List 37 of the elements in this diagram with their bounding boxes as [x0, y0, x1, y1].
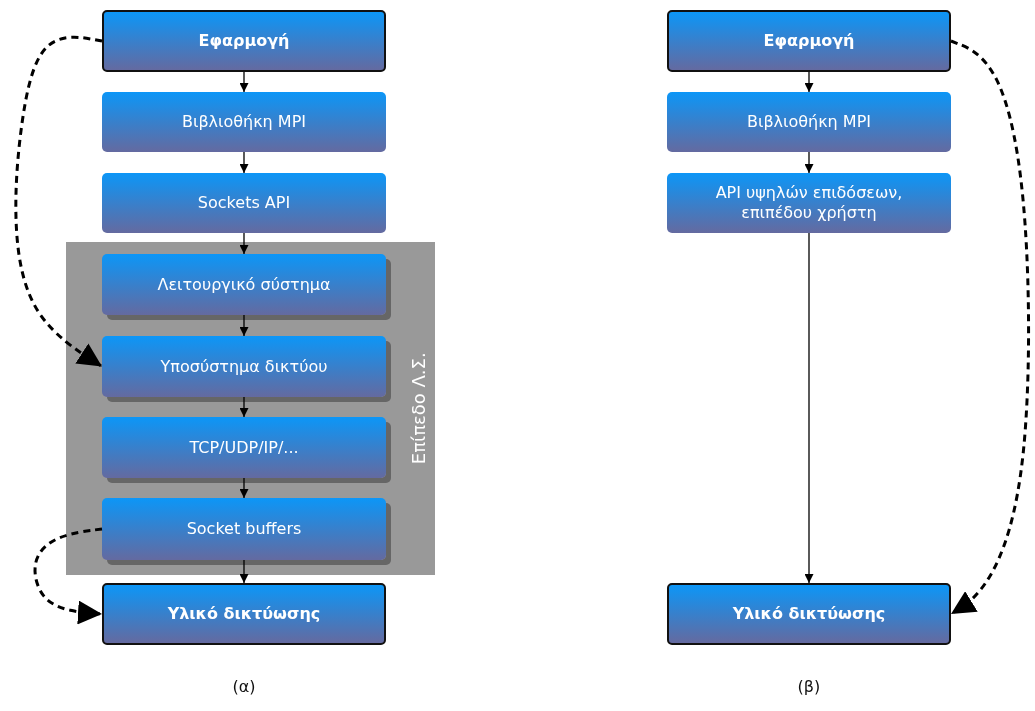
layer-box	[102, 92, 386, 152]
layer-name: Εφαρμογή	[762, 31, 856, 51]
arrow	[239, 232, 249, 255]
layer-name: Βιβλιοθήκη MPI	[746, 112, 872, 132]
arrow	[14, 35, 103, 368]
arrow	[804, 232, 814, 584]
layer-name: Λειτουργικό σύστημα	[156, 274, 332, 295]
arrow	[239, 396, 249, 418]
layer-name: TCP/UDP/IP/...	[188, 437, 300, 458]
layer-box	[102, 583, 386, 645]
arrow	[239, 71, 249, 93]
layer-box	[667, 92, 951, 152]
layer-panel	[66, 242, 435, 575]
arrow	[239, 477, 249, 499]
panel-caption: (α)	[232, 676, 256, 696]
layer-label: Επίπεδο Λ.Σ.	[407, 351, 430, 464]
layer-box	[667, 583, 951, 645]
layer-name: Υποσύστημα δικτύου	[159, 356, 329, 377]
panel-caption: (β)	[797, 676, 821, 696]
arrow	[804, 151, 814, 174]
arrow	[239, 151, 249, 174]
layer-name: API υψηλών επιδόσεων, επιπέδου χρήστη	[714, 183, 904, 223]
layer-name: Sockets API	[196, 193, 292, 213]
layer-box	[667, 10, 951, 72]
layer-name: Εφαρμογή	[197, 31, 291, 51]
arrow	[950, 39, 1031, 616]
arrow	[33, 527, 103, 625]
arrow	[239, 314, 249, 337]
layer-name: Βιβλιοθήκη MPI	[181, 112, 307, 132]
arrow	[804, 71, 814, 93]
layer-name: Υλικό δικτύωσης	[166, 604, 322, 624]
arrow	[239, 559, 249, 584]
layer-box	[102, 10, 386, 72]
layer-name: Socket buffers	[185, 519, 303, 539]
layer-name: Υλικό δικτύωσης	[731, 604, 887, 624]
layer-box	[667, 173, 951, 233]
layer-box	[102, 173, 386, 233]
